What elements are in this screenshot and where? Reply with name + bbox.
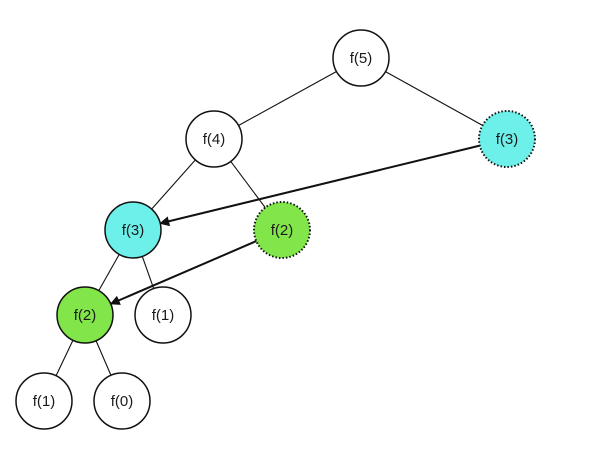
tree-node-f2-left: f(2)	[56, 286, 114, 344]
tree-node-f5: f(5)	[332, 29, 390, 87]
node-label: f(1)	[33, 393, 56, 410]
node-label: f(2)	[271, 222, 294, 239]
tree-edge	[141, 256, 155, 289]
node-circle	[185, 110, 243, 168]
tree-node-f2-mid: f(2)	[253, 201, 311, 259]
node-circle	[56, 286, 114, 344]
tree-edge	[238, 71, 337, 126]
node-circle	[332, 29, 390, 87]
tree-edge	[385, 71, 483, 126]
node-circle	[15, 372, 73, 430]
node-circle	[253, 201, 311, 259]
tree-edge	[95, 340, 112, 376]
tree-edge	[151, 159, 196, 210]
memo-reuse-arrows	[109, 144, 481, 305]
tree-node-f1-mid: f(1)	[134, 286, 192, 344]
tree-edge	[230, 161, 266, 208]
node-label: f(2)	[74, 307, 97, 324]
node-label: f(3)	[496, 131, 519, 148]
tree-edge	[55, 340, 74, 376]
node-circle	[478, 110, 536, 168]
tree-edges	[55, 71, 483, 376]
tree-node-f0: f(0)	[93, 372, 151, 430]
tree-node-f3-left: f(3)	[104, 201, 162, 259]
tree-nodes: f(5) f(4) f(3) f(3) f(2) f(2) f(1) f(1) f(0)	[15, 29, 536, 430]
node-label: f(4)	[203, 131, 226, 148]
node-circle	[104, 201, 162, 259]
node-label: f(3)	[122, 222, 145, 239]
tree-edge	[98, 254, 120, 291]
node-label: f(0)	[111, 393, 134, 410]
node-label: f(5)	[350, 50, 373, 67]
tree-node-f3-right: f(3)	[478, 110, 536, 168]
memo-reuse-arrow	[109, 240, 257, 305]
node-circle	[134, 286, 192, 344]
tree-node-f1-left: f(1)	[15, 372, 73, 430]
tree-node-f4: f(4)	[185, 110, 243, 168]
node-label: f(1)	[152, 307, 175, 324]
memo-reuse-arrow	[159, 144, 481, 227]
node-circle	[93, 372, 151, 430]
